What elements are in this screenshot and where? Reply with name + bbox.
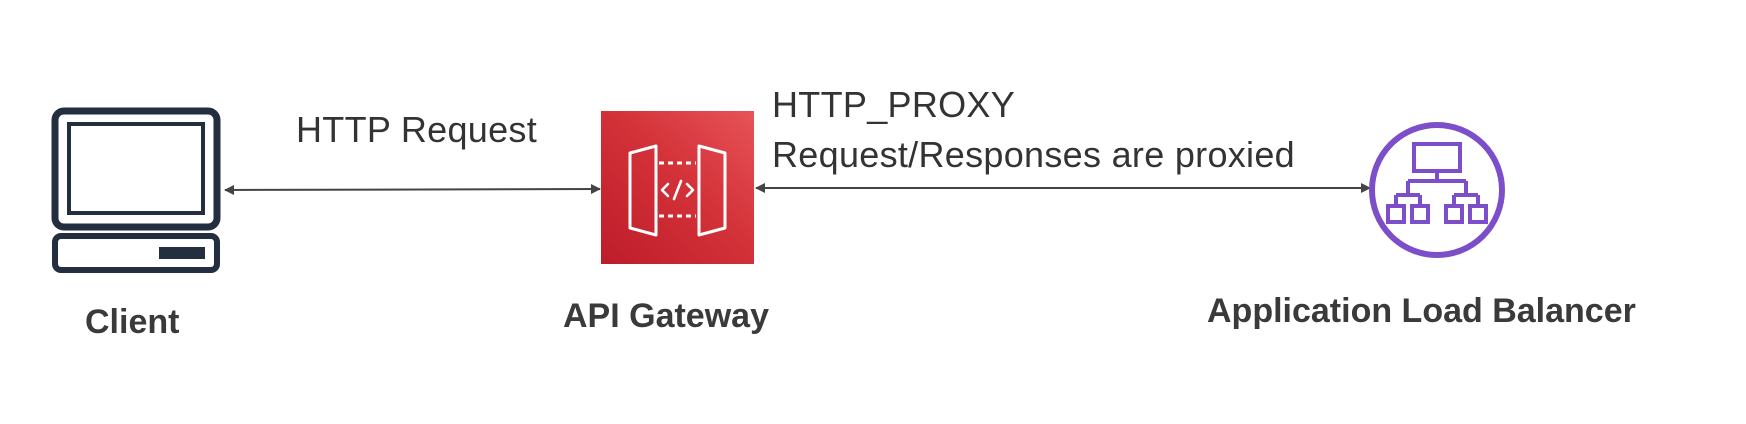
- api-gateway-label: API Gateway: [563, 297, 769, 335]
- alb-label: Application Load Balancer: [1207, 292, 1636, 330]
- proxy-description-label: Request/Responses are proxied: [772, 134, 1296, 175]
- api-gateway-tile: [601, 111, 754, 264]
- http-proxy-label: HTTP_PROXY: [772, 84, 1016, 125]
- client-gateway-arrow: [224, 184, 601, 195]
- http-request-label: HTTP Request: [296, 109, 538, 150]
- client-label: Client: [85, 303, 180, 341]
- api-gateway-icon: [628, 144, 727, 237]
